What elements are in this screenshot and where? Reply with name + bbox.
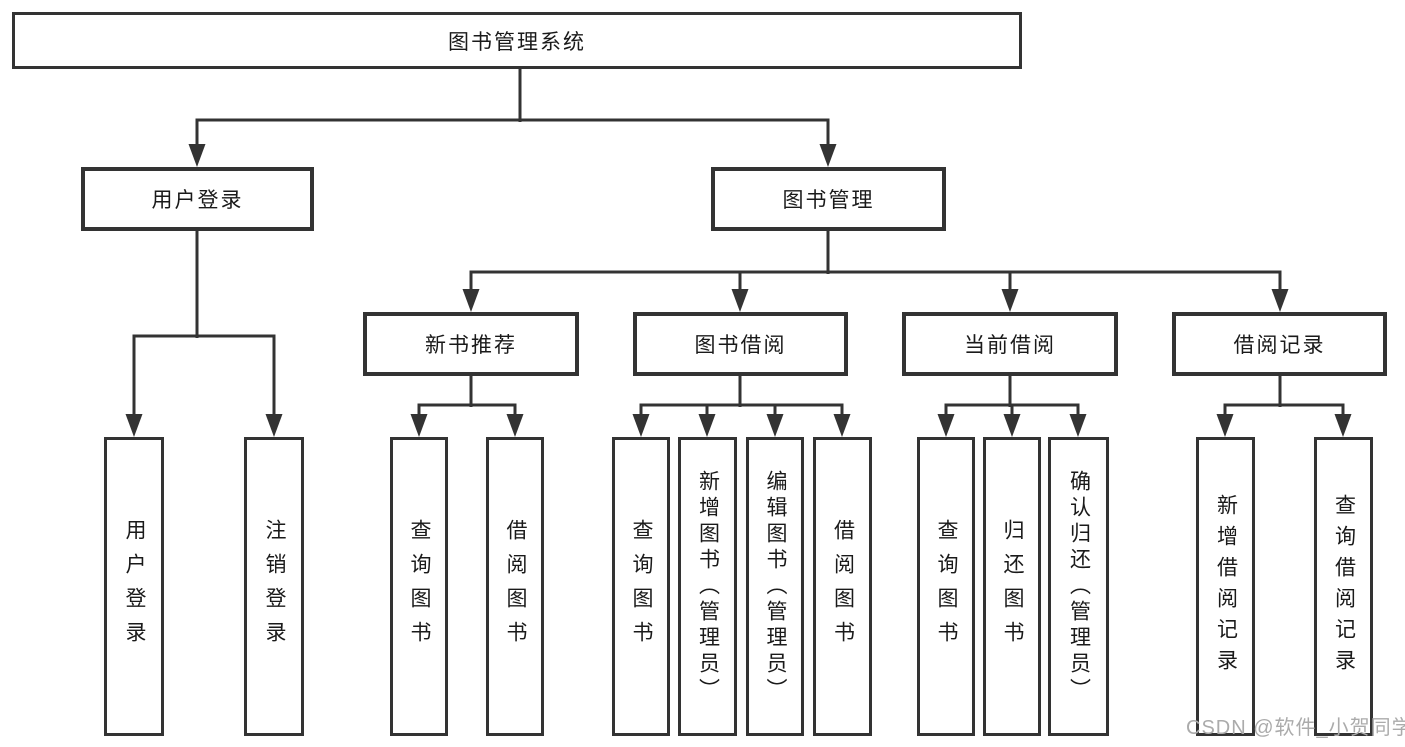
node-label: 新增借阅记录 xyxy=(1214,493,1238,680)
node-label: 当前借阅 xyxy=(964,334,1056,357)
leaf-edit-book-admin: 编辑图书（管理员） xyxy=(746,437,804,736)
node-label: 查询借阅记录 xyxy=(1332,493,1356,680)
node-label: 新书推荐 xyxy=(425,334,517,357)
node-label: 图书管理系统 xyxy=(448,30,586,54)
node-label: 查询图书 xyxy=(935,518,958,655)
leaf-confirm-return-admin: 确认归还（管理员） xyxy=(1048,437,1109,736)
leaf-borrow-books-recommend: 借阅图书 xyxy=(486,437,544,736)
node-borrowing-records: 借阅记录 xyxy=(1172,312,1387,376)
node-label: 查询图书 xyxy=(408,518,431,655)
node-book-borrowing: 图书借阅 xyxy=(633,312,848,376)
node-label: 借阅记录 xyxy=(1233,334,1326,357)
leaf-user-login: 用户登录 xyxy=(104,437,164,736)
leaf-query-books-current: 查询图书 xyxy=(917,437,975,736)
node-book-management: 图书管理 xyxy=(711,167,946,231)
node-label: 借阅图书 xyxy=(504,518,527,655)
leaf-query-books-borrow: 查询图书 xyxy=(612,437,670,736)
leaf-add-book-admin: 新增图书（管理员） xyxy=(678,437,737,736)
node-label: 借阅图书 xyxy=(831,518,855,655)
leaf-query-borrow-record: 查询借阅记录 xyxy=(1314,437,1373,736)
node-label: 图书借阅 xyxy=(694,334,787,357)
node-label: 确认归还（管理员） xyxy=(1067,469,1091,704)
node-library-management-system: 图书管理系统 xyxy=(12,12,1022,69)
leaf-query-books-recommend: 查询图书 xyxy=(390,437,448,736)
node-label: 图书管理 xyxy=(782,189,875,212)
leaf-add-borrow-record: 新增借阅记录 xyxy=(1196,437,1255,736)
node-current-borrowing: 当前借阅 xyxy=(902,312,1118,376)
node-label: 用户登录 xyxy=(151,189,244,212)
node-new-book-recommendation: 新书推荐 xyxy=(363,312,579,376)
leaf-logout: 注销登录 xyxy=(244,437,304,736)
node-label: 查询图书 xyxy=(630,518,653,655)
node-label: 归还图书 xyxy=(1001,518,1024,655)
node-label: 编辑图书（管理员） xyxy=(764,469,787,704)
leaf-return-books: 归还图书 xyxy=(983,437,1041,736)
node-label: 注销登录 xyxy=(263,518,286,655)
leaf-borrow-books-borrow: 借阅图书 xyxy=(813,437,872,736)
csdn-watermark: CSDN @软件_小贺同学 xyxy=(1186,717,1405,739)
node-label: 用户登录 xyxy=(123,518,146,655)
node-label: 新增图书（管理员） xyxy=(696,469,720,704)
node-user-login: 用户登录 xyxy=(81,167,314,231)
